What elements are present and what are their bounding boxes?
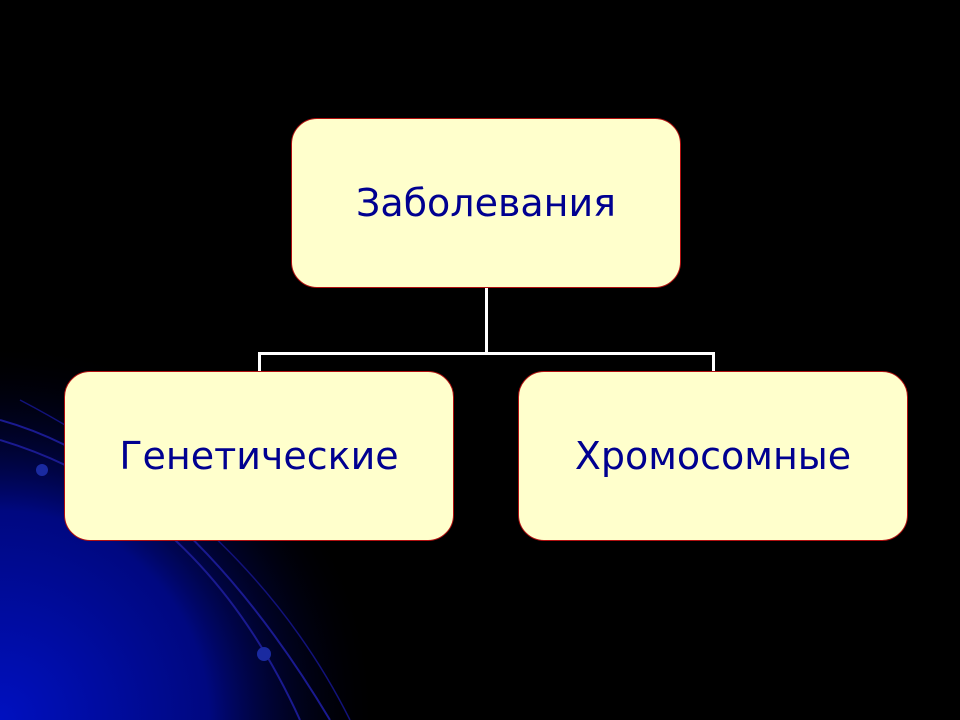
connector-root-vertical bbox=[485, 287, 488, 353]
node-genetic: Генетические bbox=[64, 371, 454, 541]
connector-right-vertical bbox=[712, 352, 715, 372]
node-genetic-label: Генетические bbox=[119, 434, 399, 478]
connector-left-vertical bbox=[258, 352, 261, 372]
node-chromosomal: Хромосомные bbox=[518, 371, 908, 541]
node-root-label: Заболевания bbox=[355, 181, 617, 225]
node-chromosomal-label: Хромосомные bbox=[574, 434, 852, 478]
orb-icon bbox=[36, 464, 48, 476]
connector-horizontal bbox=[258, 352, 715, 355]
orb-icon bbox=[257, 647, 271, 661]
node-root: Заболевания bbox=[291, 118, 681, 288]
